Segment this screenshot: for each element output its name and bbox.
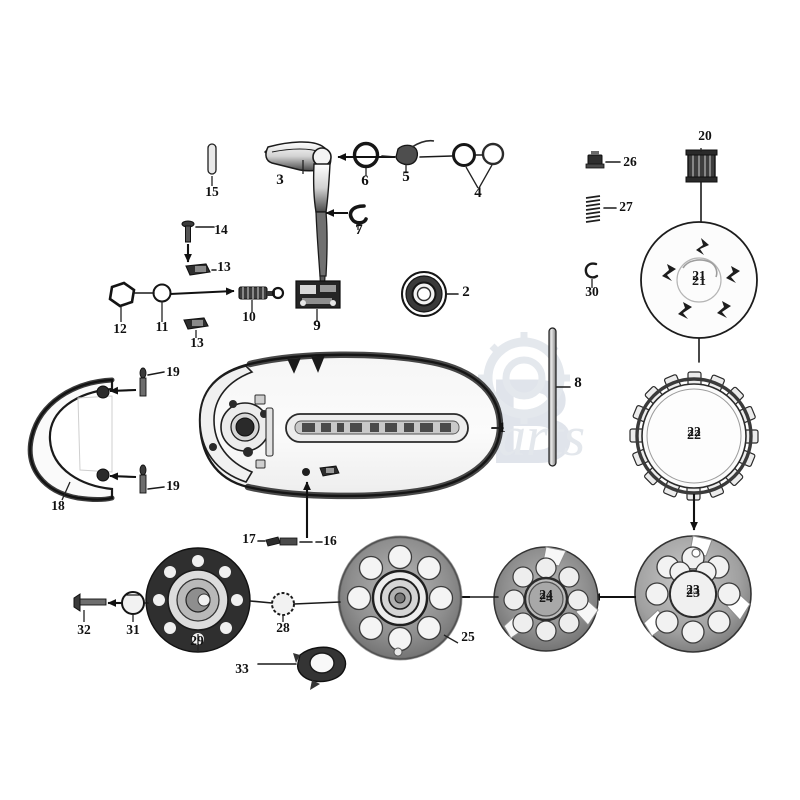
callout-pin: 11 — [156, 319, 169, 334]
inner-label-22: 22 — [687, 428, 701, 443]
callout-o-ring-pair: 4 — [474, 185, 482, 201]
part-14-screw — [181, 220, 215, 243]
part-27-coil-spring — [585, 195, 617, 223]
part-7-circlip — [348, 204, 368, 230]
part-11-pin — [152, 283, 172, 322]
part-6-seal-ring — [352, 141, 380, 176]
callout-kick-start-lever: 3 — [276, 172, 284, 188]
callout-roller-bushing: 20 — [698, 128, 712, 143]
part-5-cable-end-fitting — [395, 139, 435, 173]
part-28-washer — [271, 592, 295, 622]
inner-label-24: 24 — [539, 591, 553, 606]
part-24-clutch-pressure-plate — [493, 546, 599, 652]
callout-number-layer: 1234567891011121313141516171819192021222… — [51, 128, 712, 676]
callout-cable-end-fitting: 5 — [402, 169, 410, 185]
callout-coil-spring: 27 — [619, 199, 633, 214]
part-25-clutch-friction-disc — [337, 535, 463, 661]
part-10-tension-spring-assembly — [238, 286, 285, 312]
part-18-cover-gasket — [27, 377, 115, 502]
callout-nut-31: 31 — [126, 622, 140, 637]
part-9-switch-bracket — [295, 280, 341, 322]
callout-clamp-upper: 13 — [217, 259, 231, 274]
part-1-transmission-cover-housing — [198, 351, 504, 500]
part-19-lower-target — [96, 468, 110, 482]
part-29-rotor-disc — [145, 547, 251, 653]
part-3-kick-start-lever — [264, 141, 332, 301]
callout-screw-lower: 19 — [166, 478, 180, 493]
part-19-upper-target — [96, 385, 110, 399]
part-26-small-bushing — [585, 151, 621, 169]
callout-clamp-lower: 13 — [190, 335, 204, 350]
part-19-screw-upper — [139, 367, 165, 397]
callout-bolt-16: 16 — [323, 533, 337, 548]
part-21-clutch-drum-plate — [640, 221, 758, 363]
callout-rotor-disc: 29 — [190, 633, 204, 648]
callout-bolt-32: 32 — [77, 622, 91, 637]
part-23-clutch-shoe-assembly — [634, 535, 752, 653]
callout-clutch-pressure-plate: 24 — [539, 587, 553, 602]
part-31-nut — [121, 591, 145, 622]
part-15-dowel-pin — [207, 143, 217, 186]
callout-switch-bracket: 9 — [313, 318, 321, 334]
part-17-bolt — [257, 536, 298, 547]
callout-small-bushing: 26 — [623, 154, 637, 169]
callout-clutch-drum-plate: 21 — [692, 268, 706, 283]
part-32-bolt — [73, 593, 107, 622]
part-4-o-ring-pair — [452, 142, 505, 189]
part-22-clutch-bell-ring — [629, 371, 759, 501]
callout-washer: 28 — [276, 620, 290, 635]
part-30-c-clip — [584, 262, 599, 288]
part-12-hex-nut — [108, 281, 136, 322]
callout-transmission-cover-housing: 1 — [498, 420, 506, 436]
callout-ball-bearing: 2 — [462, 284, 470, 300]
callout-seal-ring: 6 — [361, 173, 369, 189]
callout-circlip-clip: 7 — [355, 222, 363, 238]
callout-clutch-shoe-assembly: 23 — [686, 582, 700, 597]
callout-bolt-17: 17 — [242, 531, 256, 546]
callout-clutch-friction-disc: 25 — [461, 629, 475, 644]
part-13-clamp-lower — [183, 317, 209, 338]
inner-label-21: 21 — [692, 274, 706, 289]
callout-dowel-pin: 15 — [205, 184, 219, 199]
part-19-screw-lower — [139, 464, 165, 494]
callout-cam-plate: 33 — [235, 661, 249, 676]
part-2-ball-bearing — [401, 271, 459, 317]
part-20-roller-bushing — [685, 148, 718, 239]
part-8-push-rod — [548, 327, 571, 467]
callout-screw-upper: 19 — [166, 364, 180, 379]
callout-push-rod: 8 — [574, 375, 582, 391]
callout-c-clip: 30 — [585, 284, 599, 299]
callout-clutch-bell-ring: 22 — [687, 424, 701, 439]
callout-cover-gasket: 18 — [51, 498, 65, 513]
inner-label-23: 23 — [686, 586, 700, 601]
callout-tension-spring-assembly: 10 — [242, 309, 256, 324]
part-13-clamp-upper — [185, 263, 217, 276]
callout-hex-nut: 12 — [113, 321, 127, 336]
part-33-cam-plate — [257, 646, 347, 690]
callout-screw: 14 — [214, 222, 228, 237]
